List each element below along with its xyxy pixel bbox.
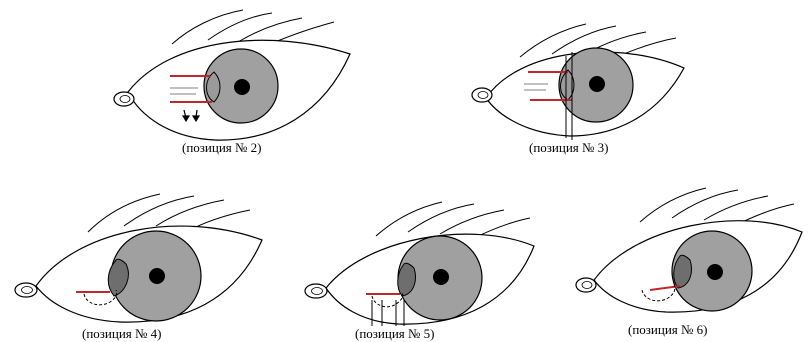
caption-position-3: (позиция № 3) xyxy=(529,140,609,156)
eye-panel-position-6 xyxy=(576,188,802,312)
eyelashes xyxy=(640,188,794,226)
eye-panel-position-4 xyxy=(15,194,262,322)
caption-position-5: (позиция № 5) xyxy=(355,326,435,342)
caption-position-4: (позиция № 4) xyxy=(82,326,162,342)
pupil xyxy=(234,79,250,95)
eye-panel-position-3 xyxy=(472,24,684,140)
caption-position-6: (позиция № 6) xyxy=(628,322,708,338)
eye-panel-position-5 xyxy=(305,202,534,326)
pupil xyxy=(589,76,605,92)
pupil xyxy=(149,268,165,284)
eye-panel-position-2 xyxy=(114,10,350,140)
caption-position-2: (позиция № 2) xyxy=(182,140,262,156)
pupil xyxy=(433,269,449,285)
pupil xyxy=(707,264,723,280)
